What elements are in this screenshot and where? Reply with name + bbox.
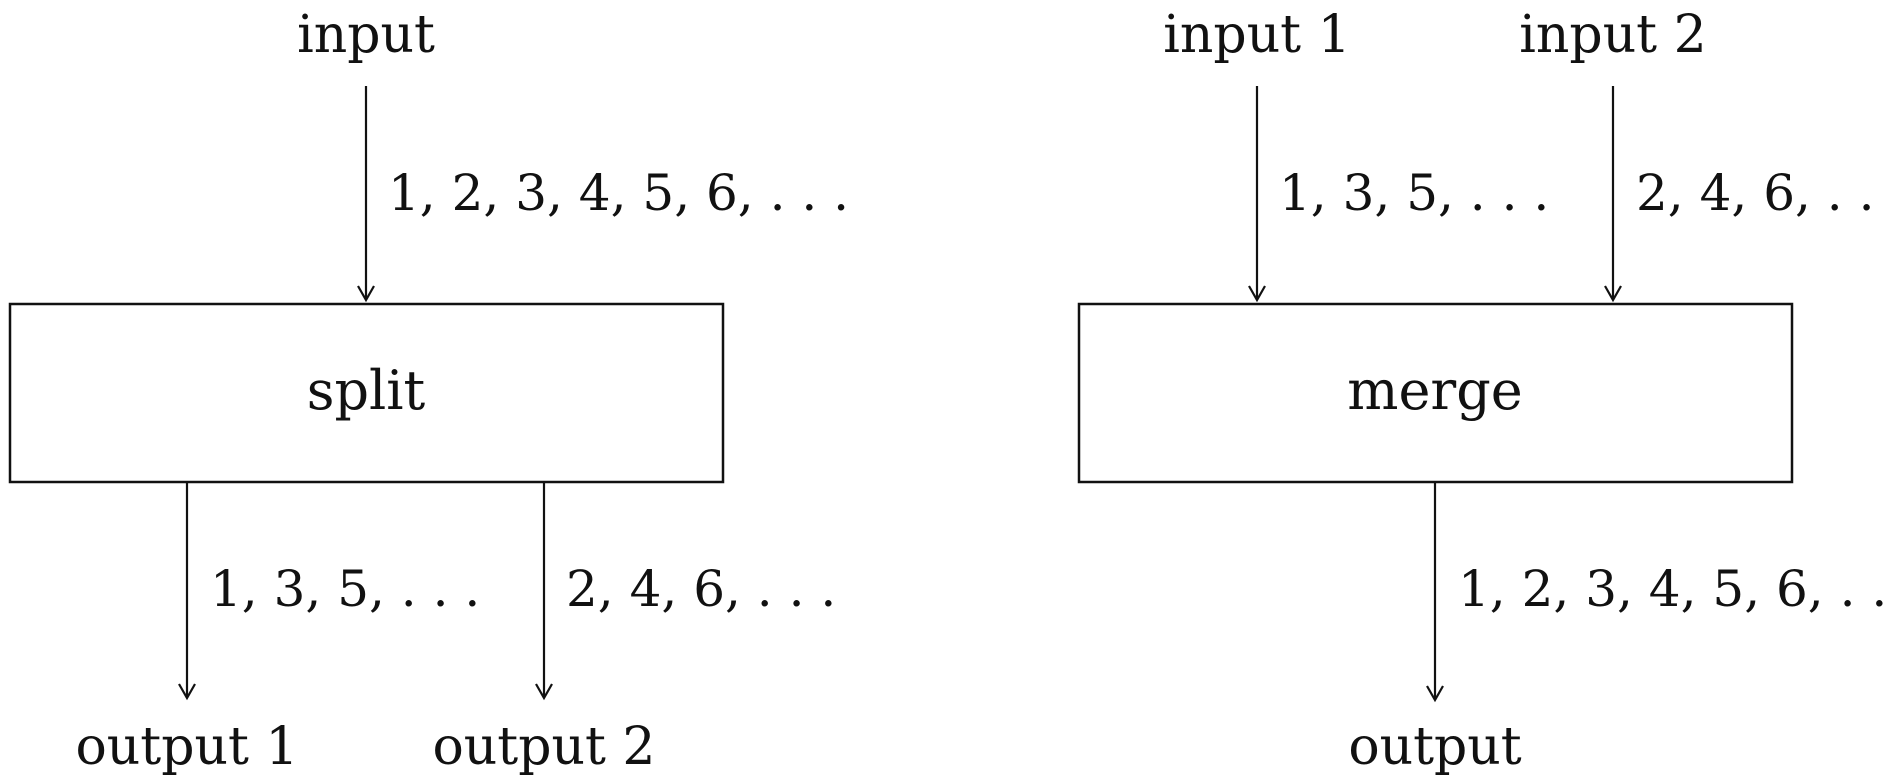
split-output2-sequence: 2, 4, 6, . . .: [566, 560, 836, 618]
split-box-label: split: [307, 359, 426, 422]
split-input-sequence: 1, 2, 3, 4, 5, 6, . . .: [388, 164, 849, 222]
split-output1-label: output 1: [76, 717, 299, 777]
merge-input1-arrowhead: [1248, 285, 1266, 303]
merge-box: [1077, 302, 1794, 484]
split-diagram: input 1, 2, 3, 4, 5, 6, . . . split 1, 3…: [8, 5, 849, 777]
split-output2-label: output 2: [433, 717, 656, 777]
split-output1-arrowhead: [178, 683, 196, 701]
merge-input2-arrowhead: [1604, 285, 1622, 303]
split-box: [8, 302, 725, 484]
merge-box-label: merge: [1347, 359, 1523, 422]
merge-input2-sequence: 2, 4, 6, . . .: [1636, 164, 1888, 222]
split-output1-sequence: 1, 3, 5, . . .: [210, 560, 480, 618]
merge-output-sequence: 1, 2, 3, 4, 5, 6, . . .: [1458, 560, 1888, 618]
merge-diagram: input 1 input 2 1, 3, 5, . . . 2, 4, 6, …: [1077, 5, 1888, 777]
merge-output-arrowhead: [1426, 685, 1444, 703]
split-input-label: input: [297, 5, 435, 65]
split-input-arrowhead: [357, 285, 375, 303]
merge-input2-label: input 2: [1519, 5, 1706, 65]
split-output2-arrowhead: [535, 683, 553, 701]
merge-input1-sequence: 1, 3, 5, . . .: [1279, 164, 1549, 222]
merge-input1-label: input 1: [1163, 5, 1350, 65]
merge-output-label: output: [1348, 717, 1521, 777]
